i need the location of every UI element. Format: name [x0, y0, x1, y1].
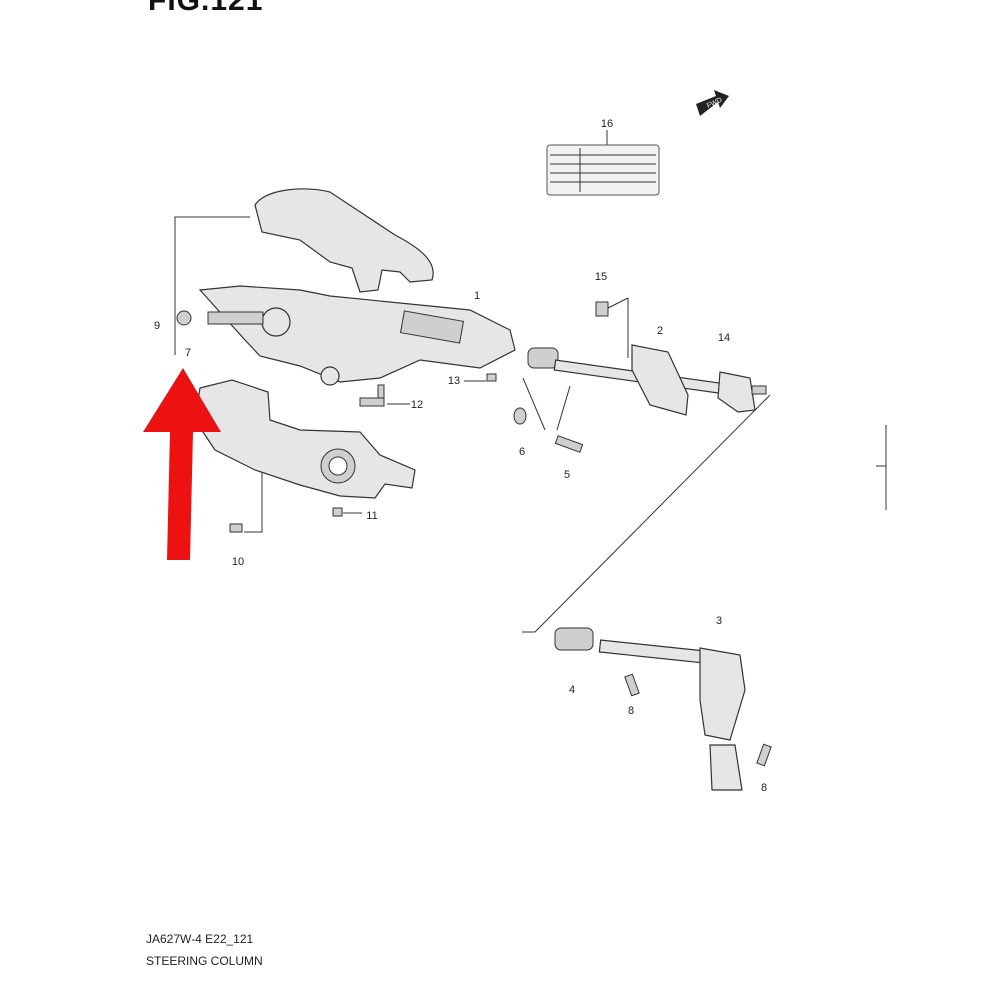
red-highlight-arrow-icon: [143, 368, 221, 560]
nut-part-9[interactable]: [176, 310, 192, 326]
callout-10: 10: [232, 556, 244, 568]
forward-direction-icon: FWD: [696, 90, 729, 116]
svg-text:FWD: FWD: [706, 97, 723, 110]
lower-shaft-part-3[interactable]: [554, 627, 746, 791]
bolt-part-8-lower[interactable]: [756, 743, 772, 767]
callout-7: 7: [185, 347, 191, 359]
callout-15: 15: [595, 271, 607, 283]
screw-part-10[interactable]: [229, 523, 243, 533]
bolt-part-8-upper[interactable]: [624, 673, 640, 697]
callout-8b: 8: [761, 782, 767, 794]
callout-12: 12: [411, 399, 423, 411]
callout-2: 2: [657, 325, 663, 337]
figure-title: FIG.121: [148, 0, 264, 17]
nut-part-6[interactable]: [513, 407, 527, 425]
figure-name: STEERING COLUMN: [146, 954, 263, 968]
callout-1: 1: [474, 290, 480, 302]
bolt-part-12[interactable]: [359, 384, 385, 407]
callout-14: 14: [718, 332, 730, 344]
label-plate-part-16[interactable]: [546, 130, 660, 196]
column-cover-upper[interactable]: [254, 188, 434, 293]
figure-code: JA627W-4 E22_121: [146, 932, 254, 946]
callout-11: 11: [366, 510, 377, 522]
callout-6: 6: [519, 446, 525, 458]
callout-8a: 8: [628, 705, 634, 717]
callout-4: 4: [569, 684, 575, 696]
callout-5: 5: [564, 469, 570, 481]
screw-part-11[interactable]: [332, 507, 343, 517]
clip-part-13[interactable]: [486, 373, 497, 382]
callout-3: 3: [716, 615, 722, 627]
bolt-part-15[interactable]: [595, 301, 609, 317]
steering-column-part-1[interactable]: [198, 285, 516, 386]
intermediate-shaft-part-2[interactable]: [527, 344, 767, 416]
column-cover-lower[interactable]: [194, 379, 416, 499]
bolt-part-5[interactable]: [554, 435, 584, 453]
callout-13: 13: [448, 375, 460, 387]
callout-16: 16: [601, 118, 613, 130]
callout-9: 9: [154, 320, 160, 332]
